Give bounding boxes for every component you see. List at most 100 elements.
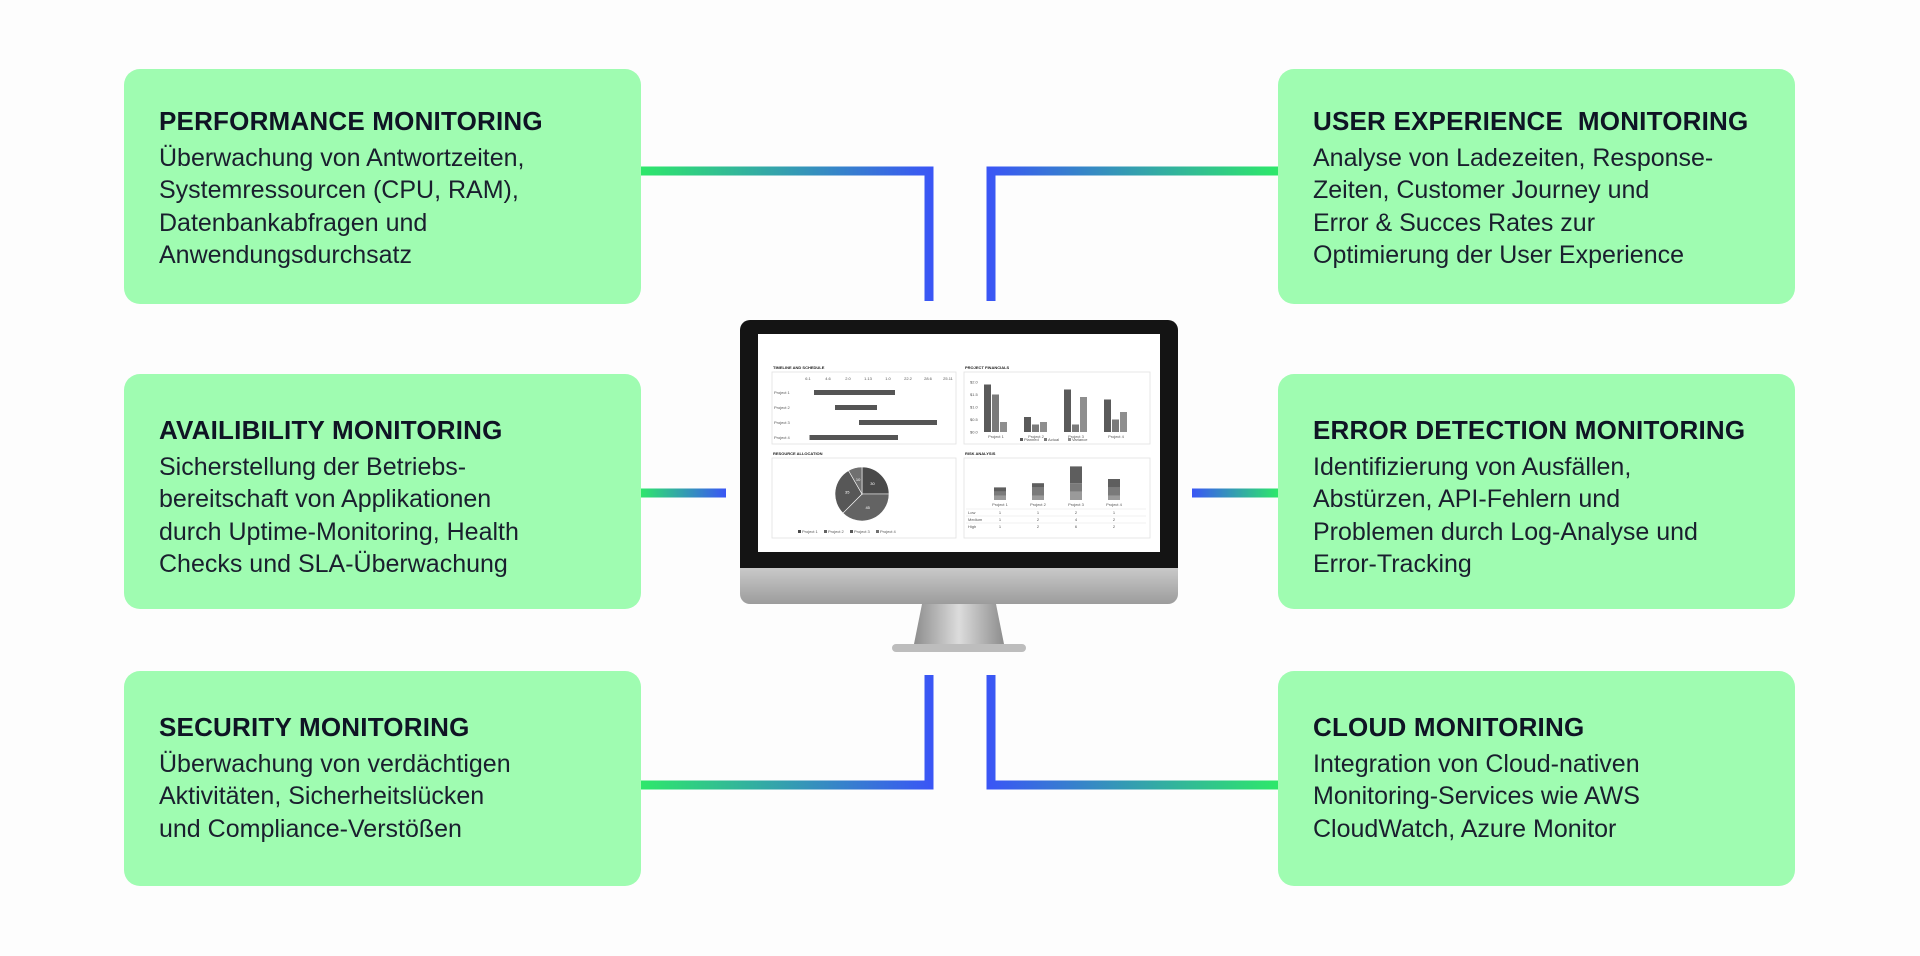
- fin-bar: [1112, 419, 1119, 432]
- fin-ytick: $0.0: [970, 430, 979, 435]
- pie-legend-label: Project 2: [828, 529, 845, 534]
- monitor-chin: [740, 568, 1178, 604]
- risk-bar-segment: [1070, 491, 1082, 500]
- timeline-bar: [859, 420, 937, 425]
- timeline-tick: 6.1: [805, 376, 811, 381]
- risk-bar-segment: [1108, 487, 1120, 496]
- risk-table-cell: 1: [999, 517, 1002, 522]
- risk-category-label: Project 2: [1030, 502, 1047, 507]
- pie-label: 30: [870, 481, 875, 486]
- fin-category-label: Project 3: [1068, 434, 1085, 439]
- pie-legend-swatch: [824, 530, 827, 533]
- fin-legend-label: Actual: [1048, 437, 1059, 442]
- fin-bar: [1040, 422, 1047, 432]
- risk-row-label: High: [968, 524, 976, 529]
- fin-ytick: $0.5: [970, 417, 979, 422]
- monitor-illustration: TIMELINE AND SCHEDULE PROJECT FINANCIALS…: [740, 320, 1178, 655]
- pie-label: 10: [856, 477, 861, 482]
- risk-bar-segment: [1032, 487, 1044, 496]
- error-detection-monitoring-box: ERROR DETECTION MONITORING Identifizieru…: [1278, 374, 1795, 609]
- risk-table-cell: 1: [1113, 510, 1116, 515]
- financials-panel: [963, 371, 1151, 445]
- timeline-project-label: Project 1: [774, 390, 791, 395]
- fin-bar: [1032, 424, 1039, 432]
- fin-bar: [1072, 424, 1079, 432]
- availability-title: AVAILIBILITY MONITORING: [159, 415, 503, 445]
- risk-category-label: Project 3: [1068, 502, 1085, 507]
- fin-bar: [1024, 417, 1031, 432]
- fin-category-label: Project 4: [1108, 434, 1125, 439]
- fin-category-label: Project 2: [1028, 434, 1045, 439]
- risk-bar-segment: [1070, 483, 1082, 492]
- connector-security: [640, 675, 934, 790]
- fin-bar: [1064, 389, 1071, 432]
- pie-slice: [861, 466, 890, 495]
- risk-table-cell: 2: [1037, 524, 1040, 529]
- user-experience-description: Analyse von Ladezeiten, Response- Zeiten…: [1313, 143, 1714, 270]
- fin-bar: [1120, 412, 1127, 432]
- timeline-project-label: Project 4: [774, 435, 791, 440]
- performance-monitoring-box: PERFORMANCE MONITORING Überwachung von A…: [124, 69, 641, 304]
- timeline-title: TIMELINE AND SCHEDULE: [773, 365, 825, 370]
- risk-table-cell: 2: [1113, 517, 1116, 522]
- user-experience-title: USER EXPERIENCE MONITORING: [1313, 106, 1749, 136]
- availability-description: Sicherstellung der Betriebs- bereitschaf…: [159, 452, 519, 579]
- timeline-project-label: Project 2: [774, 405, 791, 410]
- risk-table-cell: 4: [1075, 517, 1078, 522]
- fin-ytick: $1.0: [970, 405, 979, 410]
- monitor-screen: TIMELINE AND SCHEDULE PROJECT FINANCIALS…: [758, 334, 1160, 552]
- resource-panel: [771, 457, 957, 539]
- risk-category-label: Project 1: [992, 502, 1009, 507]
- timeline-project-label: Project 3: [774, 420, 791, 425]
- fin-bar: [1104, 399, 1111, 432]
- resource-title: RESOURCE ALLOCATION: [773, 451, 823, 456]
- performance-description: Überwachung von Antwortzeiten, Systemres…: [159, 143, 525, 270]
- risk-bar-segment: [1108, 495, 1120, 500]
- risk-bar-segment: [1070, 466, 1082, 484]
- timeline-tick: 22.2: [904, 376, 913, 381]
- fin-legend-label: Variance: [1072, 437, 1088, 442]
- pie-legend-label: Project 4: [880, 529, 897, 534]
- fin-ytick: $2.0: [970, 380, 979, 385]
- fin-bar: [992, 394, 999, 432]
- fin-bar: [1000, 422, 1007, 432]
- error-detection-description: Identifizierung von Ausfällen, Abstürzen…: [1313, 452, 1698, 579]
- risk-table-cell: 1: [1037, 510, 1040, 515]
- risk-table-cell: 6: [1075, 524, 1078, 529]
- monitor-bezel: TIMELINE AND SCHEDULE PROJECT FINANCIALS…: [740, 320, 1178, 568]
- risk-table-cell: 1: [999, 524, 1002, 529]
- risk-table-cell: 2: [1037, 517, 1040, 522]
- cloud-description: Integration von Cloud-nativen Monitoring…: [1313, 749, 1640, 843]
- pie-slice: [842, 493, 890, 522]
- risk-bar-segment: [1108, 479, 1120, 488]
- risk-table-cell: 2: [1113, 524, 1116, 529]
- connector-performance: [640, 166, 934, 301]
- risk-title: RISK ANALYSIS: [965, 451, 996, 456]
- fin-category-label: Project 1: [988, 434, 1005, 439]
- risk-table-cell: 2: [1075, 510, 1078, 515]
- timeline-tick: 2.0: [845, 376, 851, 381]
- timeline-tick: 25.11: [943, 376, 953, 381]
- pie-slice: [848, 466, 863, 496]
- risk-bar-segment: [1032, 483, 1044, 488]
- timeline-bar: [809, 435, 898, 440]
- fin-legend-swatch: [1068, 438, 1071, 441]
- connector-cloud: [986, 675, 1278, 790]
- availability-monitoring-box: AVAILIBILITY MONITORING Sicherstellung d…: [124, 374, 641, 609]
- connector-user-experience: [986, 166, 1278, 301]
- fin-legend-label: Planned: [1024, 437, 1039, 442]
- security-monitoring-box: SECURITY MONITORING Überwachung von verd…: [124, 671, 641, 886]
- performance-title: PERFORMANCE MONITORING: [159, 106, 543, 136]
- pie-legend-label: Project 3: [854, 529, 871, 534]
- pie-legend-swatch: [876, 530, 879, 533]
- risk-bar-segment: [994, 495, 1006, 500]
- user-experience-monitoring-box: USER EXPERIENCE MONITORING Analyse von L…: [1278, 69, 1795, 304]
- financials-title: PROJECT FINANCIALS: [965, 365, 1010, 370]
- fin-legend-swatch: [1020, 438, 1023, 441]
- risk-row-label: Medium: [968, 517, 983, 522]
- risk-row-label: Low: [968, 510, 975, 515]
- cloud-title: CLOUD MONITORING: [1313, 712, 1585, 742]
- risk-panel: [963, 457, 1151, 539]
- fin-bar: [984, 384, 991, 432]
